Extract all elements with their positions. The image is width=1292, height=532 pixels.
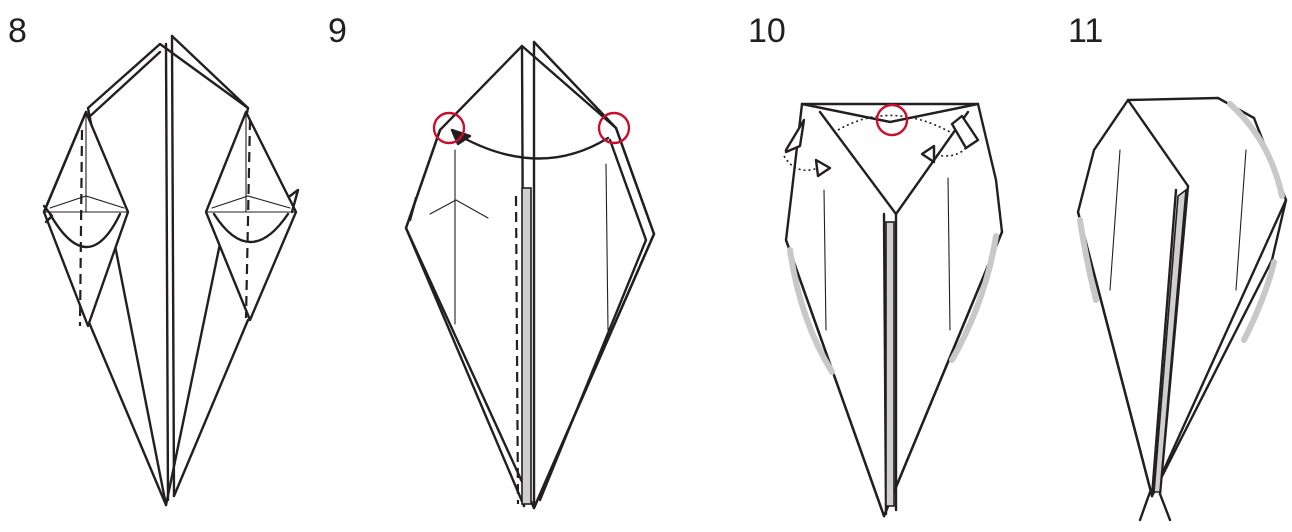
step-11-folded-form xyxy=(1076,96,1288,522)
step-number-9: 9 xyxy=(328,12,347,50)
step-8-right-flap xyxy=(204,110,300,322)
reference-point-right xyxy=(597,111,631,145)
step-number-10: 10 xyxy=(748,12,786,50)
step-10-folded-form xyxy=(784,102,1004,518)
step-11: 11 xyxy=(1068,12,1288,522)
step-number-8: 8 xyxy=(8,12,27,50)
step-10: 10 xyxy=(748,12,1004,518)
step-9: 9 xyxy=(328,12,656,510)
step-9-folded-form xyxy=(404,40,656,510)
gray-edge-strip-10 xyxy=(885,221,895,507)
step-8: 8 xyxy=(8,12,300,507)
gray-edge-strip xyxy=(521,187,532,505)
reference-point-top xyxy=(875,103,909,137)
step-8-left-flap xyxy=(42,110,130,328)
step-8-central-form xyxy=(86,34,250,507)
step-number-11: 11 xyxy=(1068,12,1103,50)
reference-point-left xyxy=(432,111,466,145)
step-10-arrows xyxy=(783,114,980,178)
